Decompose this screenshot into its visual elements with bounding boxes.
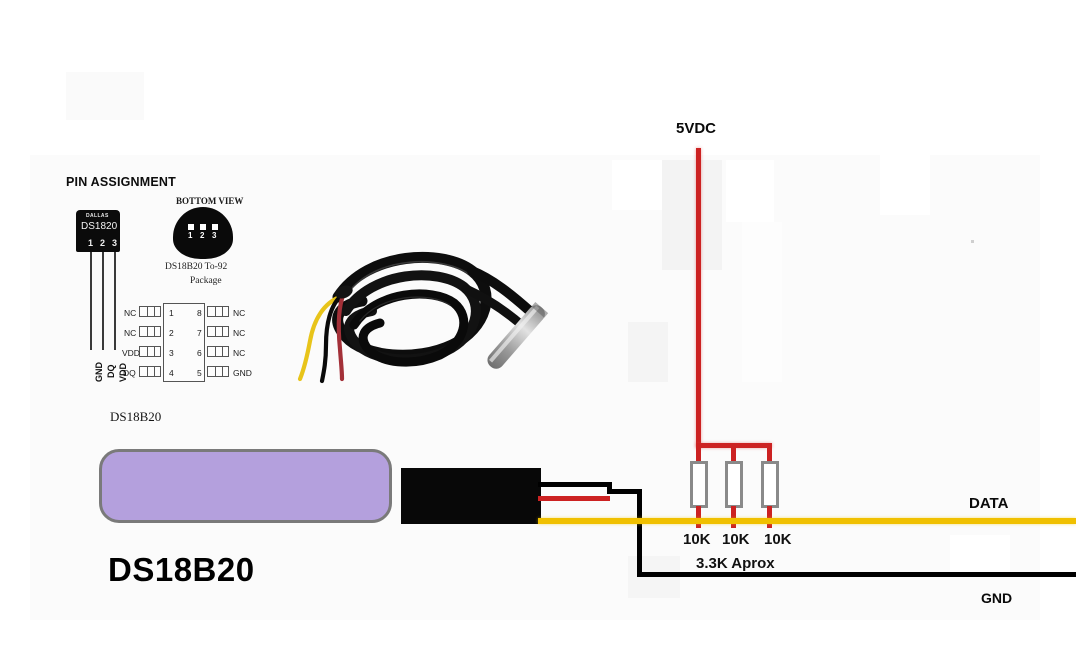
background-blob [950,535,1010,575]
soic-number-left-4: 4 [169,368,174,378]
bottom-view-heading: BOTTOM VIEW [176,196,244,206]
background-blob [612,160,664,210]
background-blob [662,160,722,270]
data-wire-main [538,518,1076,524]
to92-pin-number-1: 1 [88,238,94,248]
ground-wire-segment-h1 [538,482,612,487]
soic-label-left-3: VDD [122,348,140,358]
soic-number-right-7: 7 [197,328,202,338]
ground-wire-main [637,572,1076,577]
soic-label-left-4: DQ [123,368,136,378]
power-drop-resistor-3 [767,443,772,463]
bottom-view-number-1: 1 [188,231,193,240]
resistor-1-value: 10K [683,531,711,548]
to92-pin-function-gnd: GND [94,362,104,382]
soic-number-right-8: 8 [197,308,202,318]
soic-package-body [163,303,205,382]
bottom-view-pin-3 [212,224,218,230]
to92-part-label: DS1820 [81,221,118,232]
soic-number-left-1: 1 [169,308,174,318]
to92-pin-number-3: 3 [112,238,118,248]
soic-label-left-1: NC [124,308,137,318]
sensor-label-large: DS18B20 [108,551,255,588]
bottom-view-number-2: 2 [200,231,205,240]
soic-pad-left-1 [139,306,161,317]
pin-assignment-heading: PIN ASSIGNMENT [66,175,176,189]
ground-label: GND [981,590,1013,606]
ds18b20-sensor-body [99,449,392,523]
to92-package-caption-line1: DS18B20 To-92 [165,262,228,272]
background-blob [628,556,680,598]
soic-pad-right-6 [207,346,229,357]
image-artifact-speck [971,240,974,243]
soic-pad-left-3 [139,346,161,357]
background-blob [628,322,668,382]
data-label: DATA [969,495,1009,512]
resistor-3 [761,461,779,508]
bottom-view-pin-1 [188,224,194,230]
ds18b20-probe-photo [297,251,549,384]
background-blob [742,222,782,382]
soic-pad-right-5 [207,366,229,377]
to92-pin-number-2: 2 [100,238,106,248]
to92-package-caption-line2: Package [190,276,222,286]
ground-wire-segment-v1 [607,482,612,494]
soic-number-right-6: 6 [197,348,202,358]
sensor-power-wire [538,496,610,501]
ds18b20-cable-jacket [401,468,541,524]
ground-wire-segment-h2 [607,489,642,494]
bottom-view-number-3: 3 [212,231,217,240]
power-wire-vertical [696,148,701,448]
resistor-2 [725,461,743,508]
soic-label-left-2: NC [124,328,137,338]
soic-pad-right-8 [207,306,229,317]
resistor-3-tail [767,506,772,528]
supply-label: 5VDC [676,120,717,137]
soic-label-right-6: NC [233,348,246,358]
soic-number-left-2: 2 [169,328,174,338]
resistor-2-value: 10K [722,531,750,548]
power-drop-resistor-2 [731,443,736,463]
background-blob [726,160,774,222]
resistor-combined-value: 3.3K Aprox [696,555,775,572]
to92-bottom-view-shape [173,207,233,259]
to92-lead-1 [90,252,92,350]
to92-lead-2 [102,252,104,350]
soic-label-right-5: GND [233,368,252,378]
to92-lead-3 [114,252,116,350]
soic-label-right-8: NC [233,308,246,318]
resistor-2-tail [731,506,736,528]
soic-label-right-7: NC [233,328,246,338]
soic-pad-left-4 [139,366,161,377]
bottom-view-pin-2 [200,224,206,230]
sensor-label-small: DS18B20 [110,409,162,424]
background-blob [880,155,930,215]
soic-number-right-5: 5 [197,368,202,378]
power-drop-resistor-1 [696,443,701,463]
resistor-3-value: 10K [764,531,792,548]
soic-pad-right-7 [207,326,229,337]
soic-number-left-3: 3 [169,348,174,358]
background-blob [66,72,144,120]
to92-body [76,210,120,252]
resistor-1-tail [696,506,701,528]
to92-brand-label: DALLAS [86,213,109,219]
soic-pad-left-2 [139,326,161,337]
to92-pin-function-dq: DQ [106,364,116,379]
ground-wire-segment-v2 [637,489,642,577]
resistor-1 [690,461,708,508]
